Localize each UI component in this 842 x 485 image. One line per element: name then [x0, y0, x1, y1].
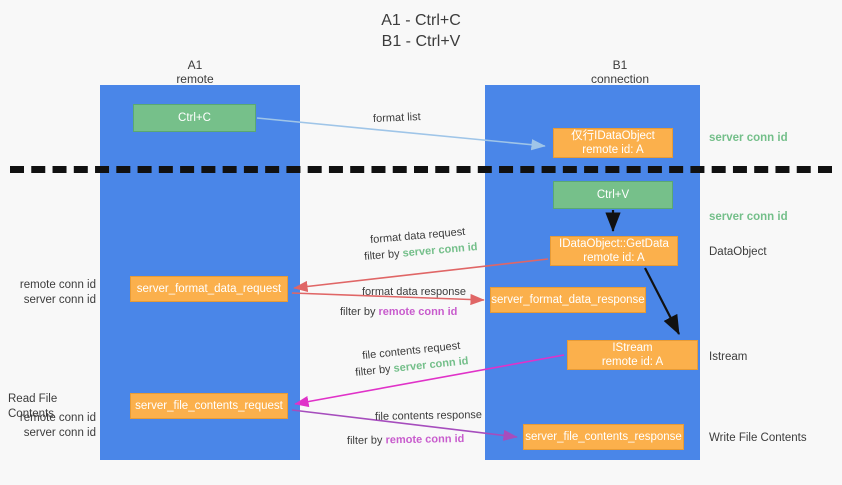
- box-server-file-contents-response-label: server_file_contents_response: [525, 431, 682, 443]
- annotation-left-server-conn-id-1: server conn id: [23, 294, 96, 306]
- box-idataobject-getdata[interactable]: IDataObject::GetData remote id: A: [550, 236, 678, 266]
- title-line-2: B1 - Ctrl+V: [381, 33, 461, 50]
- lane-header-a1: A1 remote: [120, 58, 270, 86]
- box-ctrl-v-label: Ctrl+V: [596, 189, 630, 201]
- edge-label-file-contents-response: file contents response: [374, 409, 483, 423]
- filter-prefix: filter by: [346, 434, 386, 448]
- annotation-left-conn-ids-top: remote conn id server conn id: [8, 278, 96, 308]
- annotation-write-file-contents: Write File Contents: [709, 432, 807, 444]
- box-server-format-data-request-label: server_format_data_request: [136, 283, 282, 295]
- filter-highlight-server-conn-id: server conn id: [402, 241, 479, 260]
- box-idataobject-line1: 仅行IDataObject: [571, 130, 655, 142]
- filter-prefix: filter by: [340, 306, 379, 318]
- edge-label-format-data-response-filter: filter by remote conn id: [340, 305, 457, 319]
- box-idataobject-line2: remote id: A: [582, 144, 644, 156]
- lane-header-b1: B1 connection: [545, 58, 695, 86]
- box-server-format-data-response-label: server_format_data_response: [491, 294, 645, 306]
- annotation-read-file-contents: Read File Contents: [8, 393, 58, 420]
- annotation-server-conn-id-top: server conn id: [709, 132, 788, 144]
- edge-label-file-contents-response-filter: filter by remote conn id: [347, 432, 465, 448]
- annotation-left-conn-ids-bottom: remote conn id server conn id: [8, 411, 96, 441]
- box-idataobject[interactable]: 仅行IDataObject remote id: A: [553, 128, 673, 158]
- filter-prefix: filter by: [354, 362, 395, 379]
- box-getdata-text: IDataObject::GetData remote id: A: [559, 237, 669, 265]
- page-title: A1 - Ctrl+C B1 - Ctrl+V: [0, 10, 842, 52]
- box-istream[interactable]: IStream remote id: A: [567, 340, 698, 370]
- box-ctrl-c[interactable]: Ctrl+C: [133, 104, 256, 132]
- box-istream-line1: IStream: [612, 342, 653, 354]
- lane-header-a1-role: remote: [176, 72, 214, 86]
- box-getdata-line1: IDataObject::GetData: [559, 238, 669, 250]
- box-server-file-contents-request[interactable]: server_file_contents_request: [130, 393, 288, 419]
- annotation-left-server-conn-id-2: server conn id: [23, 427, 96, 439]
- lane-header-b1-role: connection: [590, 72, 650, 86]
- box-idataobject-text: 仅行IDataObject remote id: A: [571, 129, 655, 157]
- box-istream-line2: remote id: A: [601, 356, 664, 368]
- box-server-file-contents-response[interactable]: server_file_contents_response: [523, 424, 684, 450]
- box-server-format-data-request[interactable]: server_format_data_request: [130, 276, 288, 302]
- annotation-server-conn-id-mid: server conn id: [709, 211, 788, 223]
- edge-label-format-list: format list: [372, 110, 421, 126]
- edge-label-format-data-response: format data response: [362, 286, 466, 298]
- box-ctrl-c-label: Ctrl+C: [178, 112, 211, 124]
- box-getdata-line2: remote id: A: [583, 252, 645, 264]
- annotation-istream: Istream: [709, 351, 748, 363]
- title-line-1: A1 - Ctrl+C: [381, 12, 461, 29]
- filter-highlight-remote-conn-id: remote conn id: [378, 306, 458, 318]
- box-server-file-contents-request-label: server_file_contents_request: [135, 400, 283, 412]
- lane-header-a1-name: A1: [187, 58, 203, 72]
- filter-highlight-remote-conn-id: remote conn id: [385, 432, 465, 447]
- filter-prefix: filter by: [363, 247, 404, 263]
- annotation-left-remote-conn-id-1: remote conn id: [19, 279, 96, 291]
- annotation-left-remote-conn-id-2: remote conn id: [19, 412, 96, 424]
- lane-header-b1-name: B1: [612, 58, 628, 72]
- box-istream-text: IStream remote id: A: [602, 341, 663, 369]
- annotation-dataobject: DataObject: [709, 246, 767, 258]
- phase-divider: [10, 166, 832, 173]
- box-ctrl-v[interactable]: Ctrl+V: [553, 181, 673, 209]
- box-server-format-data-response[interactable]: server_format_data_response: [490, 287, 646, 313]
